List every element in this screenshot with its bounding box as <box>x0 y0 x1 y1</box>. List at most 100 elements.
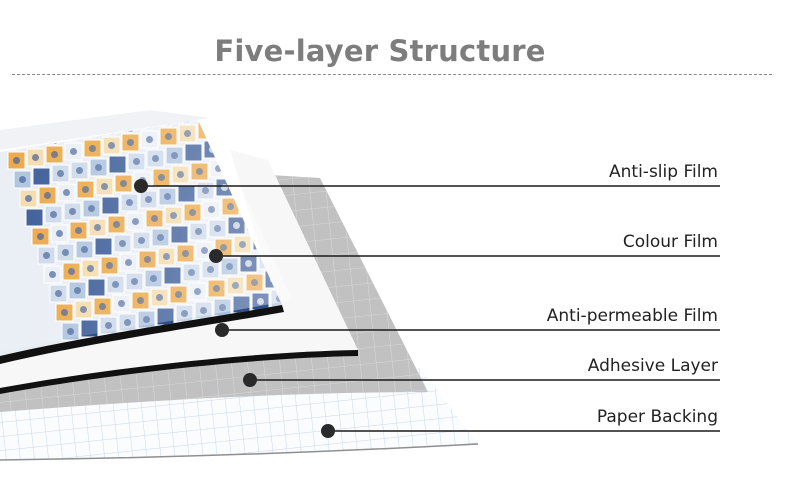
page-title: Five-layer Structure <box>214 34 546 68</box>
tile-motif <box>128 79 135 86</box>
tile <box>0 95 7 112</box>
tile-motif <box>298 112 305 119</box>
tile-motif <box>266 137 273 144</box>
tile-motif <box>247 140 254 147</box>
tile <box>237 56 254 73</box>
tile-motif <box>33 94 40 101</box>
tile <box>235 120 254 134</box>
leader-lines <box>134 179 720 438</box>
leader-dot <box>215 323 229 337</box>
tile <box>281 69 298 86</box>
tile <box>66 83 83 100</box>
tile <box>262 72 279 89</box>
tile-motif <box>153 95 160 102</box>
tile-motif <box>222 124 229 131</box>
tile-motif <box>166 73 173 80</box>
tile-motif <box>71 88 78 95</box>
tile-motif <box>191 89 198 96</box>
tile <box>256 53 273 70</box>
tile-motif <box>242 61 249 68</box>
tile <box>286 148 303 165</box>
tile <box>110 96 127 113</box>
tile <box>72 102 89 119</box>
title-divider <box>12 74 772 75</box>
tile <box>142 71 159 88</box>
tile <box>279 128 282 147</box>
tile-motif <box>115 101 122 108</box>
tile-motif <box>134 98 141 105</box>
tile-motif <box>223 64 230 71</box>
tile <box>104 77 121 94</box>
layer-label: Anti-slip Film <box>609 162 718 182</box>
tile-motif <box>267 77 274 84</box>
tile <box>268 91 285 108</box>
tile-motif <box>204 67 211 74</box>
tile-motif <box>235 102 242 109</box>
tile-motif <box>292 93 299 100</box>
tile <box>52 120 71 123</box>
tile <box>305 145 322 162</box>
tile-motif <box>14 97 21 104</box>
tile-motif <box>39 113 46 120</box>
tile-motif <box>147 76 154 83</box>
tile <box>260 131 279 150</box>
tile-motif <box>77 107 84 114</box>
tile <box>254 120 273 131</box>
tile <box>129 93 146 110</box>
tile-motif <box>272 156 279 163</box>
tile-motif <box>316 169 323 176</box>
tile-motif <box>197 108 204 115</box>
tile <box>199 62 216 79</box>
tile-motif <box>261 58 268 65</box>
tile <box>148 90 165 107</box>
tile-motif <box>185 70 192 77</box>
tile-motif <box>90 85 97 92</box>
tile <box>249 94 266 111</box>
tile-motif <box>241 121 248 128</box>
tile <box>287 88 304 105</box>
tile-motif <box>286 74 293 81</box>
tile-motif <box>280 55 287 62</box>
tile <box>224 78 241 95</box>
tile-motif <box>228 143 235 150</box>
tile-motif <box>20 120 27 123</box>
tile <box>180 65 197 82</box>
tile-motif <box>285 134 292 141</box>
leader-dot <box>209 249 223 263</box>
tile <box>0 120 14 132</box>
tile-motif <box>210 86 217 93</box>
leader-dot <box>321 424 335 438</box>
tile-motif <box>229 83 236 90</box>
tile-motif <box>58 110 65 117</box>
tile <box>85 80 102 97</box>
tile-motif <box>260 120 267 125</box>
tile <box>28 89 45 106</box>
tile <box>275 50 292 67</box>
tile <box>241 134 260 153</box>
tile-motif <box>254 99 261 106</box>
tile-motif <box>96 104 103 111</box>
tile-motif <box>279 120 282 122</box>
layer-label: Colour Film <box>622 232 718 252</box>
tile <box>230 97 247 114</box>
tile <box>161 68 178 85</box>
tile <box>216 120 235 137</box>
tile-motif <box>291 153 298 160</box>
tile <box>205 81 222 98</box>
layer-label: Adhesive Layer <box>587 356 718 376</box>
tile <box>293 107 310 124</box>
tile <box>218 59 235 76</box>
tile <box>47 86 64 103</box>
anti-slip-film-layer <box>0 110 292 352</box>
tile <box>9 92 26 109</box>
tile <box>186 84 203 101</box>
tile <box>33 120 52 126</box>
tile-motif <box>304 131 311 138</box>
leader-dot <box>243 373 257 387</box>
tile <box>91 99 108 116</box>
tile <box>243 75 260 92</box>
tile-motif <box>216 105 223 112</box>
tile-motif <box>52 91 59 98</box>
